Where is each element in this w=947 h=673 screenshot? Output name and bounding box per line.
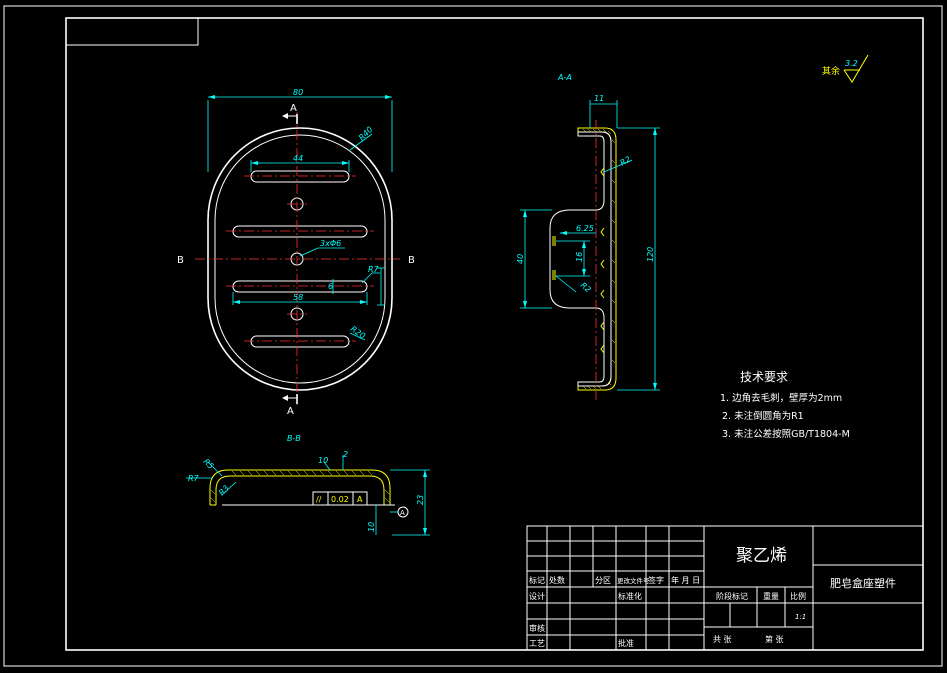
section-b-right-label: B <box>408 255 415 266</box>
label-review: 审核 <box>529 623 545 633</box>
corner-code-box <box>65 17 199 46</box>
section-b-left-label: B <box>177 255 184 266</box>
section-a-top-label: A <box>290 103 297 114</box>
datum-marker-label: A <box>400 509 405 517</box>
bb-inner <box>215 475 385 505</box>
dim-small: 6 <box>328 282 333 291</box>
label-count: 处数 <box>549 575 565 585</box>
aa-dim-r2b: R2 <box>579 281 593 295</box>
dim-width: 80 <box>293 88 303 97</box>
scale-value: 1:1 <box>795 613 806 621</box>
section-aa-view: A-A 11 120 40 R2 <box>516 73 660 400</box>
label-date: 年 月 日 <box>671 575 700 585</box>
label-sheet-no: 第 张 <box>765 634 784 644</box>
label-stage-mark: 阶段标记 <box>716 591 748 601</box>
label-scale: 比例 <box>790 591 806 601</box>
dim-slot-bottom: 58 <box>293 293 303 302</box>
label-design: 设计 <box>529 591 545 601</box>
bb-dim-23: 23 <box>416 495 425 505</box>
top-view: A A B B 80 44 58 3xΦ6 6 R7 <box>177 88 415 417</box>
label-standardize: 标准化 <box>618 591 642 601</box>
dim-slot-top: 44 <box>293 154 303 163</box>
bb-dim-r3: R3 <box>217 484 231 498</box>
label-zone: 分区 <box>595 576 611 585</box>
aa-dim-r2: R2 <box>619 155 633 168</box>
bb-dim-2: 2 <box>343 450 348 459</box>
section-bb-title: B-B <box>287 434 301 443</box>
bb-dim-10: 10 <box>318 456 328 465</box>
bb-dim-r5: R5 <box>202 457 216 471</box>
bb-outer <box>209 469 391 505</box>
datum-marker <box>397 506 409 518</box>
tech-item-1: 1. 边角去毛刺，壁厚为2mm <box>720 392 842 404</box>
tech-requirements: 技术要求 1. 边角去毛刺，壁厚为2mm 2. 未注倒圆角为R1 3. 未注公差… <box>720 370 850 440</box>
tech-title: 技术要求 <box>740 370 788 384</box>
aa-dim-120: 120 <box>646 247 655 262</box>
label-mark: 标记 <box>529 575 545 585</box>
part-name: 肥皂盒座塑件 <box>830 576 896 590</box>
inner-frame <box>65 17 924 651</box>
slot-2 <box>232 225 368 238</box>
section-a-bottom-label: A <box>287 406 294 417</box>
label-process: 工艺 <box>529 639 545 648</box>
dim-holes: 3xΦ6 <box>320 239 341 248</box>
bb-dim-r7: R7 <box>188 474 200 483</box>
slot-1 <box>250 170 350 183</box>
dim-r20: R20 <box>349 324 367 340</box>
label-weight: 重量 <box>763 591 779 601</box>
slot-4 <box>250 335 350 348</box>
dim-r7: R7 <box>368 265 380 274</box>
label-total-sheets: 共 张 <box>713 635 732 644</box>
aa-dim-40: 40 <box>516 254 525 264</box>
tech-item-2: 2. 未注倒圆角为R1 <box>722 410 804 422</box>
title-block: 聚乙烯 肥皂盒座塑件 标记 处数 分区 更改文件号 签字 年 月 日 设计 标准… <box>526 525 924 651</box>
slot-3 <box>232 280 368 293</box>
label-approve: 批准 <box>618 638 634 648</box>
aa-dim-top: 11 <box>594 94 604 103</box>
dim-r40: R40 <box>357 125 375 143</box>
label-sign: 签字 <box>648 575 664 585</box>
material-name: 聚乙烯 <box>736 546 787 566</box>
tolerance-value: 0.02 <box>331 495 349 504</box>
section-aa-title: A-A <box>557 73 572 82</box>
tolerance-datum: A <box>357 495 363 504</box>
aa-dim-16: 16 <box>575 252 584 262</box>
tolerance-symbol: // <box>316 495 322 504</box>
roughness-value: 3.2 <box>845 59 858 68</box>
aa-dim-625: 6.25 <box>576 224 594 233</box>
bb-dim-10b: 10 <box>367 522 376 532</box>
tolerance-frame <box>312 491 368 506</box>
label-change-doc: 更改文件号 <box>617 576 650 585</box>
outer-frame <box>3 5 943 667</box>
section-bb-view: B-B R5 R7 R3 10 2 23 10 // <box>186 434 430 536</box>
roughness-label: 其余 <box>822 65 840 77</box>
roughness-symbol: 其余 3.2 <box>822 54 869 83</box>
tech-item-3: 3. 未注公差按照GB/T1804-M <box>722 428 850 440</box>
